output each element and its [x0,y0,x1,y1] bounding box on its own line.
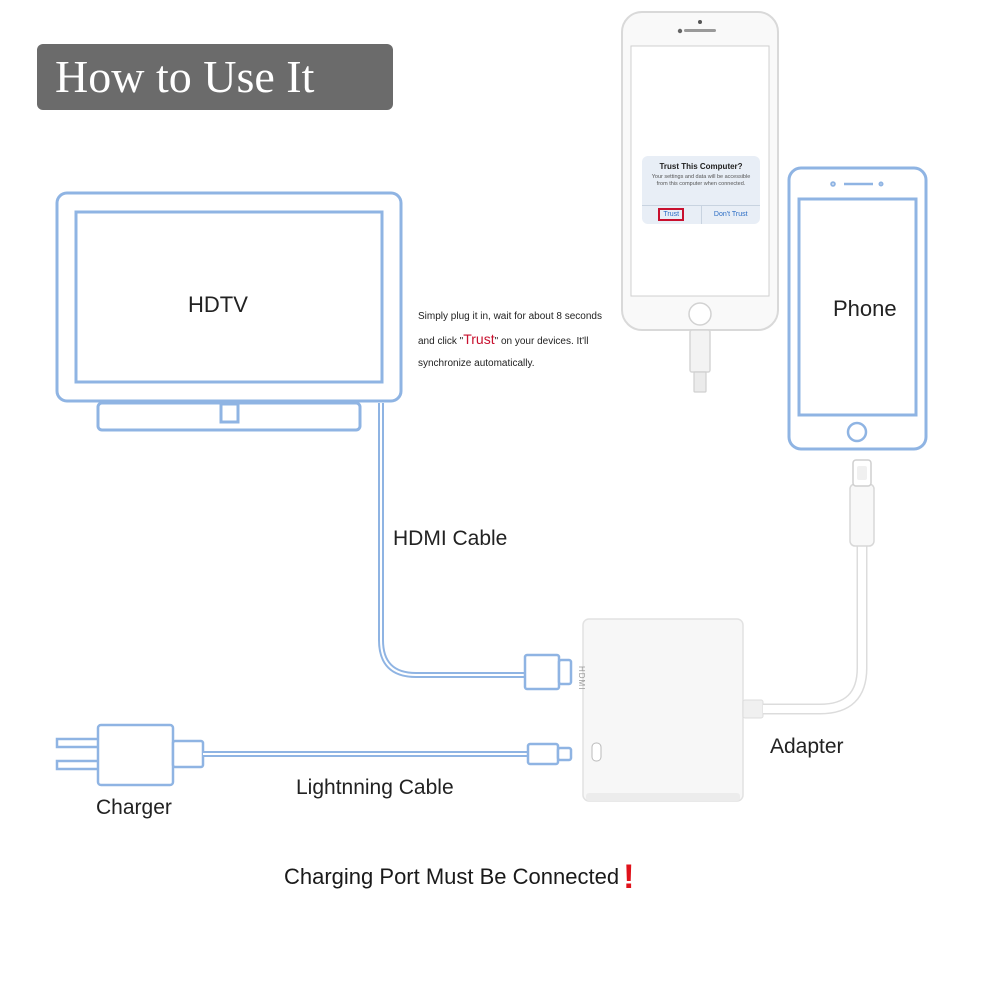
charger-label: Charger [96,796,172,819]
adapter-hdmi-port-label: HDMI [577,666,586,691]
instructions-line-1: Simply plug it in, wait for about 8 seco… [418,311,602,322]
charging-warning: Charging Port Must Be Connected! [284,858,634,897]
dont-trust-button[interactable]: Don't Trust [700,206,761,224]
phone-label: Phone [833,296,897,321]
hdmi-cable-label: HDMI Cable [393,527,508,550]
hdmi-plug-icon [523,653,573,691]
charger-icon [55,723,205,787]
page-title: How to Use It [37,44,393,110]
trust-dialog: Trust This Computer? Your settings and d… [642,156,760,224]
trust-highlight: Trust [463,331,495,347]
trust-dialog-body: Your settings and data will be accessibl… [651,174,751,187]
charging-warning-text: Charging Port Must Be Connected [284,864,620,889]
adapter-lightning-connector-icon [849,459,875,547]
hdtv-label: HDTV [188,292,248,317]
adapter-cable-line [763,545,868,715]
adapter-icon [582,618,764,802]
trust-dialog-title: Trust This Computer? [659,162,743,171]
hdtv-icon [55,191,403,432]
adapter-label: Adapter [770,735,844,758]
instructions-line-3: synchronize automatically. [418,358,535,369]
phone-icon [787,166,928,451]
instructions-text: Simply plug it in, wait for about 8 seco… [418,306,618,375]
lightning-plug-icon [526,742,573,766]
lightning-cable-label: Lightnning Cable [296,776,454,799]
exclamation-icon: ! [623,858,635,896]
instructions-line-2: and click "Trust" on your devices. It'll [418,331,589,347]
trust-button[interactable]: Trust [642,206,701,224]
trust-dialog-buttons: Trust Don't Trust [642,205,760,224]
